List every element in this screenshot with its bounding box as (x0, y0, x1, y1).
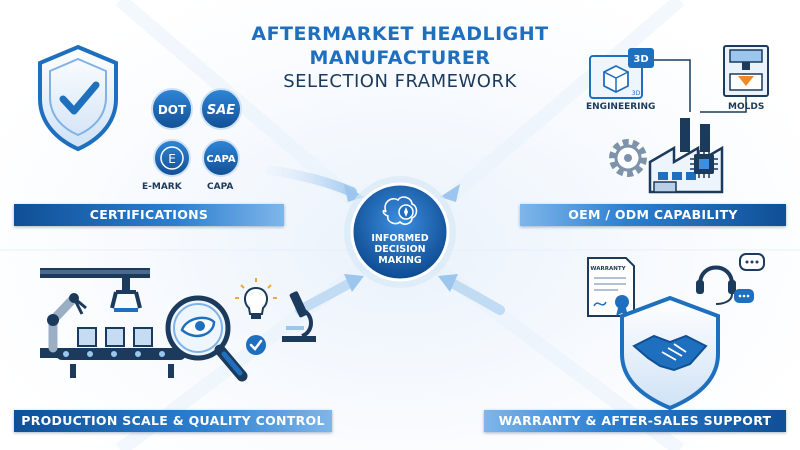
title-line-1: AFTERMARKET HEADLIGHT (251, 23, 549, 45)
sae-badge: SAE (200, 88, 242, 130)
title-line-3: SELECTION FRAMEWORK (283, 71, 517, 92)
emark-label: E-MARK (142, 182, 182, 192)
page-title: AFTERMARKET HEADLIGHT MANUFACTURER SELEC… (200, 22, 600, 94)
lightbulb-icon (235, 278, 277, 319)
emark-badge: E (153, 139, 191, 177)
gear-icon (609, 139, 647, 177)
factory-rail (40, 268, 150, 278)
arrow-top-right (440, 184, 460, 202)
engineering-label: ENGINEERING (586, 102, 656, 112)
banner-certifications: CERTIFICATIONS (14, 204, 284, 226)
headset-icon (696, 265, 736, 305)
conveyor-icon (56, 327, 186, 378)
robot-arm-icon (40, 293, 87, 358)
microscope-icon (282, 291, 316, 342)
arrow-bottom-right (438, 274, 505, 315)
molds-label: MOLDS (728, 102, 765, 112)
capa-badge-text: CAPA (206, 154, 235, 165)
3d-small-text: 3D (632, 90, 641, 97)
gripper-icon (110, 278, 142, 312)
capa-badge: CAPA (202, 139, 240, 177)
magnifier-headlight-icon (165, 295, 248, 382)
handshake-shield-icon (620, 295, 720, 411)
checkmark-icon (246, 335, 266, 355)
banner-production: PRODUCTION SCALE & QUALITY CONTROL (14, 410, 332, 432)
center-label: INFORMED DECISION MAKING (348, 233, 452, 266)
arrow-bottom-left (295, 274, 364, 315)
center-line-2: DECISION (374, 244, 426, 255)
emark-badge-text: E (168, 152, 176, 166)
center-line-1: INFORMED (371, 233, 429, 244)
3d-tag-text: 3D (633, 54, 648, 65)
warranty-document-icon: WARRANTY (587, 257, 635, 317)
chat-bubble-small-icon (734, 289, 754, 303)
microchip-icon (690, 150, 718, 178)
center-line-3: MAKING (378, 255, 422, 266)
capa-label: CAPA (207, 182, 234, 192)
arrow-top-left (265, 165, 364, 202)
sae-badge-text: SAE (207, 103, 235, 118)
dot-badge: DOT (151, 88, 193, 130)
dot-badge-text: DOT (158, 103, 187, 117)
blueprint-icon: 3D 3D (589, 48, 654, 99)
banner-warranty: WARRANTY & AFTER-SALES SUPPORT (484, 410, 786, 432)
brain-compass-icon (382, 196, 418, 225)
chat-bubble-icon (739, 253, 765, 271)
shield-check-icon (38, 44, 118, 152)
connector-lines (654, 59, 747, 113)
title-line-2: MANUFACTURER (309, 47, 491, 69)
banner-oem-odm: OEM / ODM CAPABILITY (520, 204, 786, 226)
center-circle (344, 176, 456, 288)
mold-press-icon (723, 45, 769, 97)
warranty-doc-text: WARRANTY (590, 266, 626, 272)
